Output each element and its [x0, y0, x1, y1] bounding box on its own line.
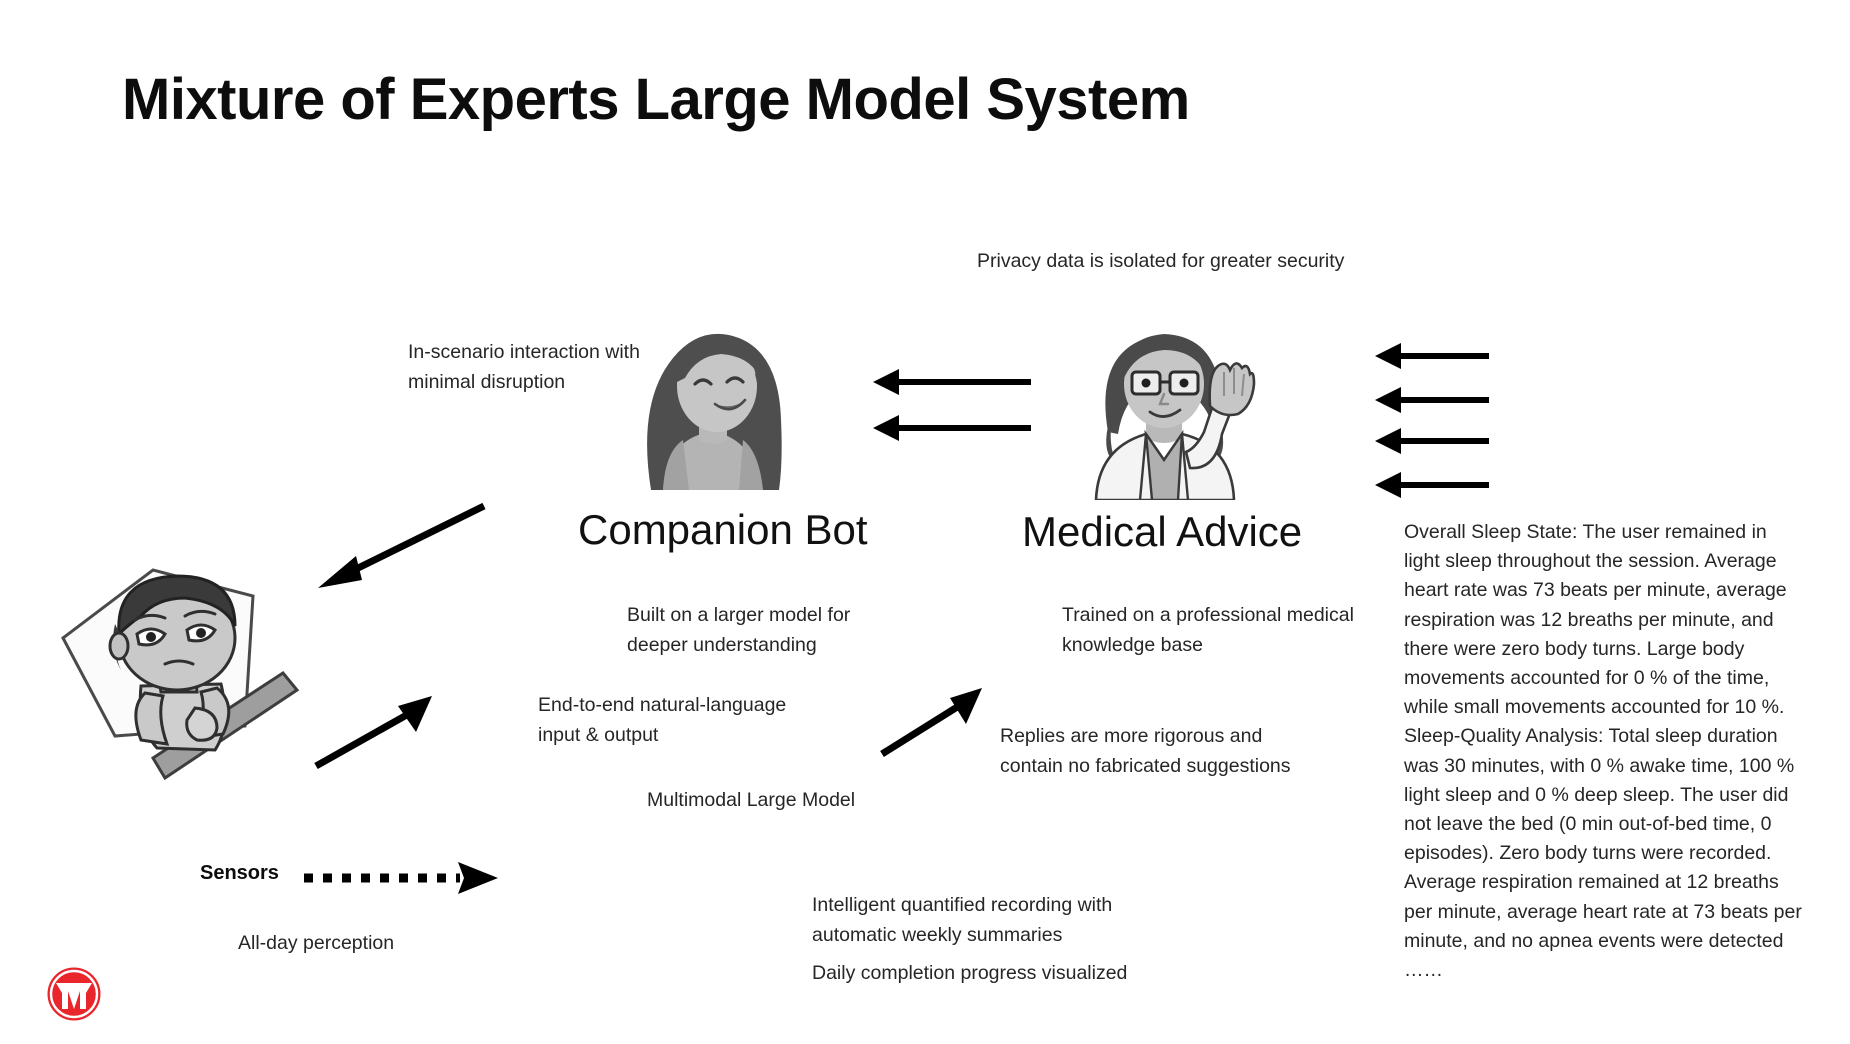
medical-description-2: Replies are more rigorous and contain no… [1000, 725, 1291, 777]
page-title: Mixture of Experts Large Model System [122, 67, 1190, 132]
arrow-companion-to-user [310, 500, 490, 590]
arrow-shaft [1389, 438, 1489, 444]
arrow-shaft [887, 379, 1031, 385]
medical-advice-title: Medical Advice [1022, 508, 1303, 555]
sleeper-illustration [45, 558, 315, 783]
brand-logo-icon [43, 963, 105, 1025]
arrow-shaft [1389, 397, 1489, 403]
companion-bot-avatar [623, 322, 805, 490]
companion-bot-title: Companion Bot [578, 506, 868, 553]
arrow-shaft [1389, 353, 1489, 359]
companion-description-3: Multimodal Large Model [647, 789, 856, 811]
sleep-report-panel: Overall Sleep State: The user remained i… [1404, 518, 1804, 985]
sensor-dotted-arrow-icon [302, 860, 500, 896]
all-day-perception-note: All-day perception [238, 932, 395, 954]
medical-advice-avatar [1082, 322, 1262, 502]
sensors-label: Sensors [200, 862, 279, 884]
sleep-report-continuation: …… [1404, 959, 1443, 982]
companion-description-2: End-to-end natural-language input & outp… [538, 694, 787, 746]
arrow-shaft [887, 425, 1031, 431]
sleep-report-body: Overall Sleep State: The user remained i… [1404, 521, 1802, 952]
arrow-user-to-companion [310, 690, 435, 772]
medical-description-1: Trained on a professional medical knowle… [1062, 604, 1354, 656]
interaction-note: In-scenario interaction with minimal dis… [408, 341, 640, 393]
recording-note-2: Daily completion progress visualized [812, 962, 1128, 984]
arrow-companion-to-medical [876, 680, 986, 760]
privacy-note: Privacy data is isolated for greater sec… [977, 250, 1345, 272]
recording-note-1: Intelligent quantified recording with au… [812, 894, 1113, 946]
arrow-shaft [1389, 482, 1489, 488]
companion-description-1: Built on a larger model for deeper under… [627, 604, 851, 656]
